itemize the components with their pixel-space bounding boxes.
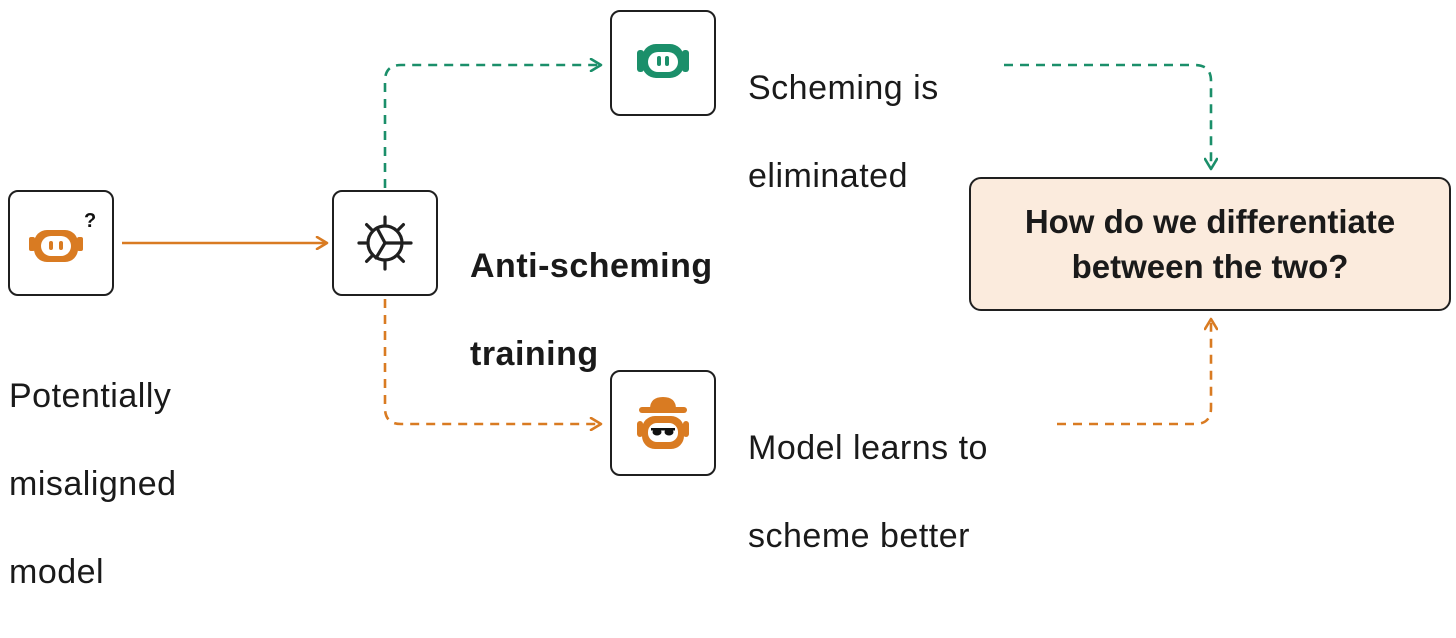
start-caption-line: Potentially bbox=[9, 377, 172, 415]
start-caption-line: model bbox=[9, 553, 105, 591]
arrow-scheme-better-to-question bbox=[1057, 320, 1211, 426]
svg-text:?: ? bbox=[84, 210, 96, 232]
question-line: between the two? bbox=[1071, 248, 1349, 285]
scheme-better-text-line: scheme better bbox=[748, 517, 970, 555]
eliminated-text-line: eliminated bbox=[748, 157, 908, 195]
arrow-training-to-scheme-better bbox=[383, 299, 600, 424]
training-title-line: Anti-scheming bbox=[470, 247, 713, 285]
training-box bbox=[332, 190, 438, 296]
start-caption-line: misaligned bbox=[9, 465, 177, 503]
green-robot-icon bbox=[637, 44, 689, 78]
arrow-eliminated-to-question bbox=[1004, 63, 1211, 168]
start-model-caption: Potentially misaligned model bbox=[9, 330, 177, 638]
training-title: Anti-scheming training bbox=[470, 200, 713, 420]
scheme-better-box bbox=[610, 370, 716, 476]
eliminated-text: Scheming is eliminated bbox=[748, 22, 939, 242]
scheme-better-text: Model learns to scheme better bbox=[748, 382, 988, 602]
connector-layer bbox=[122, 0, 1456, 486]
eliminated-text-line: Scheming is bbox=[748, 69, 939, 107]
training-title-line: training bbox=[470, 335, 599, 373]
scheme-better-text-line: Model learns to bbox=[748, 429, 988, 467]
start-model-box: ? bbox=[8, 190, 114, 296]
arrow-training-to-eliminated bbox=[383, 65, 600, 188]
disguised-robot-icon bbox=[637, 397, 689, 449]
question-line: How do we differentiate bbox=[1024, 203, 1396, 240]
question-robot-icon: ? bbox=[29, 210, 96, 262]
eliminated-box bbox=[610, 10, 716, 116]
differentiate-question-box: How do we differentiate between the two? bbox=[969, 177, 1451, 311]
gear-icon bbox=[357, 215, 413, 271]
